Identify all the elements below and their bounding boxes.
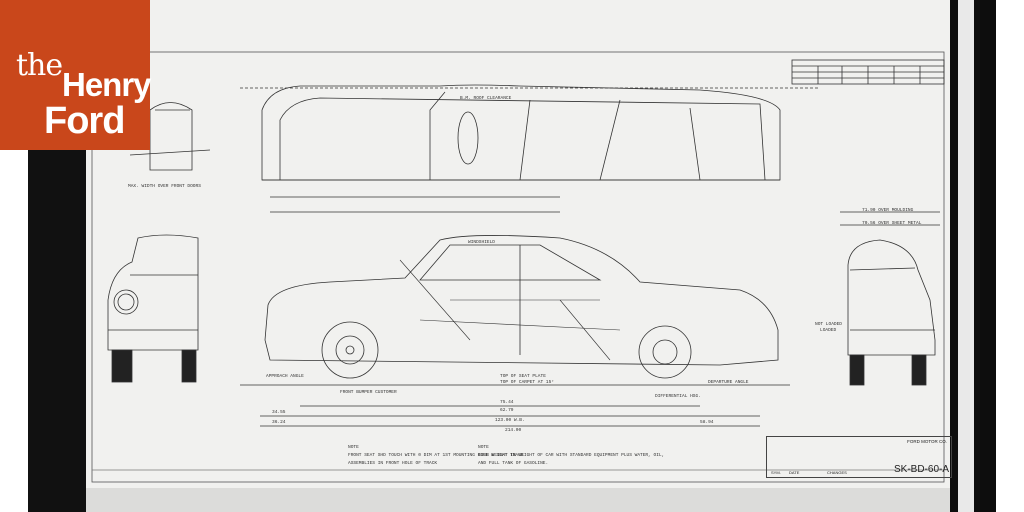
front-cross-section (129, 102, 211, 171)
note-curb-text: CURB WEIGHT IS WEIGHT OF CAR WITH STANDA… (478, 453, 665, 466)
over-moulding-label: 71.90 OVER MOULDING (862, 208, 914, 213)
differential-label: DIFFERENTIAL HSG. (655, 394, 701, 399)
dim-36-24: 36.24 (272, 420, 286, 425)
changes-column-label: CHANGES (827, 470, 847, 475)
carpet-label: TOP OF CARPET AT 15° (500, 380, 555, 385)
windshield-label: WINDSHIELD (468, 240, 496, 245)
side-elevation-view (240, 196, 790, 427)
roof-clearance-label: B.M. ROOF CLEARANCE (460, 96, 512, 101)
rear-elevation-view (840, 211, 940, 386)
dim-58-94: 58.94 (700, 420, 714, 425)
henry-ford-logo: the Henry Ford (0, 0, 152, 150)
date-column-label: DATE (789, 470, 800, 475)
overall-length-dim: 214.00 (505, 428, 522, 433)
glass-area-table (791, 59, 945, 85)
loaded-label: LOADED (820, 328, 837, 333)
wheelbase-dim: 123.00 W.B. (495, 418, 525, 423)
blueprint-sheet (86, 0, 952, 512)
front-elevation-view (107, 234, 199, 383)
note-seat-heading: NOTE (348, 445, 359, 450)
note-curb-weight: NOTE CURB WEIGHT IS WEIGHT OF CAR WITH S… (478, 444, 668, 468)
dim-62-79: 62.79 (500, 408, 514, 413)
note-seat-text: FRONT SEAT SHD TOUCH WITH 0 DIM AT 1ST M… (348, 453, 524, 466)
top-section-view (240, 84, 820, 181)
not-loaded-label: NOT LOADED (815, 322, 843, 327)
front-bumper-label: FRONT BUMPER CUSTOMER (340, 390, 397, 395)
dim-34-55: 34.55 (272, 410, 286, 415)
seat-plate-label: TOP OF SEAT PLATE (500, 374, 546, 379)
drawing-number: SK-BD-60-A (893, 464, 949, 475)
sheet-bottom-edge (86, 488, 952, 512)
approach-angle-label: APPROACH ANGLE (266, 374, 304, 379)
note-seat: NOTE FRONT SEAT SHD TOUCH WITH 0 DIM AT … (348, 444, 538, 468)
company-name: FORD MOTOR CO. (907, 439, 947, 444)
logo-ford: Ford (44, 100, 125, 142)
film-strip-right (958, 0, 974, 512)
over-sheet-metal-label: 70.56 OVER SHEET METAL (862, 221, 922, 226)
sym-column-label: SYM. (771, 470, 781, 475)
dim-75-44: 75.44 (500, 400, 514, 405)
note-curb-heading: NOTE (478, 445, 489, 450)
sheet-border (91, 51, 945, 483)
title-block: FORD MOTOR CO. SK-BD-60-A SYM. DATE CHAN… (766, 436, 952, 478)
departure-angle-label: DEPARTURE ANGLE (708, 380, 749, 385)
max-width-label: MAX. WIDTH OVER FRONT DOORS (128, 184, 201, 189)
logo-henry: Henry (62, 66, 152, 103)
logo-the: the (16, 48, 63, 83)
